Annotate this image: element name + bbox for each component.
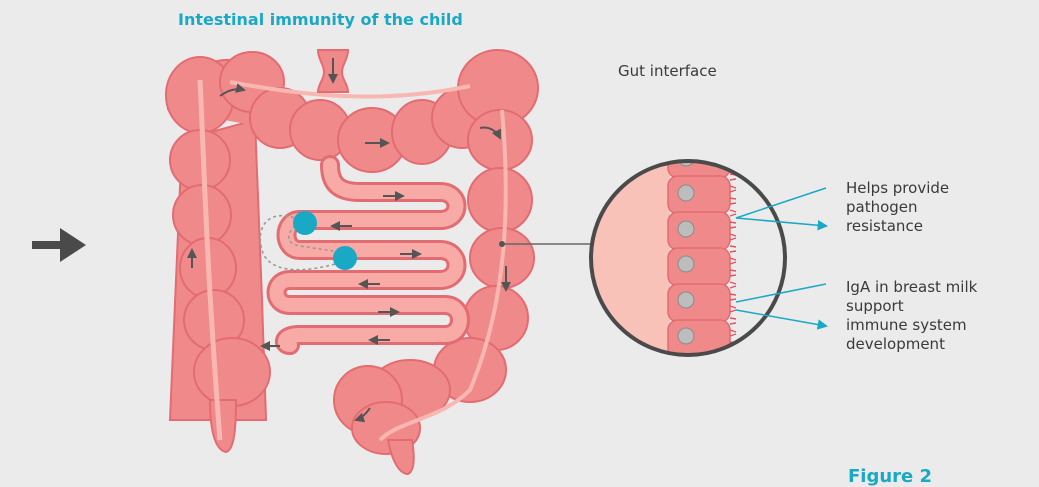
marker-dot bbox=[293, 211, 317, 235]
marker-dot bbox=[333, 246, 357, 270]
small-intestine bbox=[277, 165, 461, 345]
right-arrow-icon bbox=[32, 228, 86, 262]
gut-interface-zoom bbox=[590, 140, 785, 360]
